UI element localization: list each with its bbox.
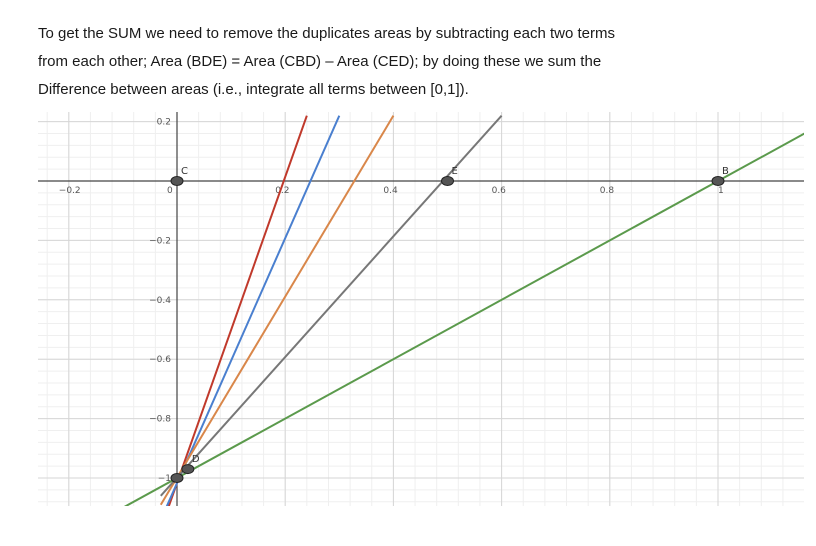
- minor-grid: [38, 112, 804, 506]
- series-line: [160, 114, 503, 497]
- y-tick-label: −0.8: [149, 415, 171, 425]
- y-tick-label: −0.2: [149, 236, 171, 246]
- plot-lines: [123, 114, 804, 506]
- point-marker: [170, 473, 184, 483]
- x-tick-label: −0.2: [59, 186, 81, 196]
- axes: [38, 112, 804, 506]
- major-grid: [38, 112, 804, 506]
- point-marker: [170, 176, 184, 186]
- text-line-3: Difference between areas (i.e., integrat…: [38, 81, 469, 98]
- x-tick-label: 0.4: [383, 186, 398, 196]
- series-line: [167, 115, 308, 506]
- point-marker: [711, 176, 725, 186]
- point-label: D: [192, 454, 200, 465]
- point-label: E: [452, 166, 458, 177]
- point-marker: [441, 176, 454, 186]
- x-tick-label: 0.8: [600, 186, 615, 196]
- text-line-1: To get the SUM we need to remove the dup…: [38, 25, 615, 42]
- y-tick-label: 0.2: [157, 118, 171, 128]
- series-line: [165, 115, 341, 506]
- point-label: C: [181, 166, 188, 177]
- x-tick-label: 0.2: [275, 186, 289, 196]
- y-tick-label: −1: [158, 474, 171, 484]
- series-line: [123, 132, 804, 506]
- x-tick-label: 0: [167, 186, 173, 196]
- y-tick-label: −0.6: [149, 355, 171, 365]
- point-marker: [181, 464, 195, 475]
- plot-points: C E B D: [170, 166, 729, 483]
- x-tick-label: 0.6: [492, 186, 507, 196]
- point-label: B: [722, 166, 729, 177]
- y-tick-label: −0.4: [149, 296, 171, 306]
- series-line: [159, 115, 395, 506]
- explanation-paragraph: To get the SUM we need to remove the dup…: [38, 20, 798, 104]
- x-tick-label: 1: [718, 186, 724, 196]
- text-line-2: from each other; Area (BDE) = Area (CBD)…: [38, 53, 602, 70]
- tick-labels: −0.2 0 0.2 0.4 0.6 0.8 1 0.2 −0.2 −0.4 −0.6 −0.8 −1: [59, 118, 724, 484]
